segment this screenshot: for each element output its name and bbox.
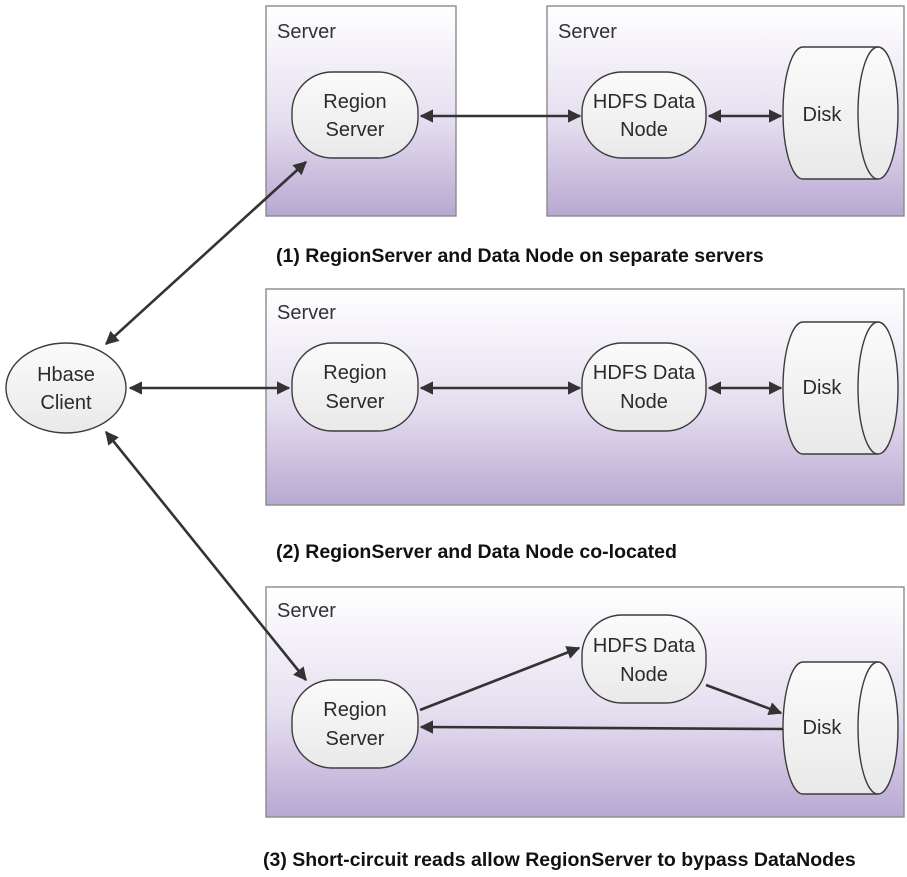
data-node-label-line2: Node <box>620 119 668 141</box>
region-server-label-line2: Server <box>326 728 385 750</box>
disk-node-3: Disk <box>782 661 899 795</box>
data-node-label-line2: Node <box>620 391 668 413</box>
region-server-label-line1: Region <box>323 91 386 113</box>
disk-label: Disk <box>803 717 843 739</box>
arrow-region-to-datanode-3 <box>419 646 581 712</box>
server-label-bottom: Server <box>277 600 336 622</box>
hdfs-data-node-1: HDFS Data Node <box>581 71 707 159</box>
server-label-top-right: Server <box>558 21 617 43</box>
data-node-label-line1: HDFS Data <box>593 91 696 113</box>
disk-node-1: Disk <box>782 46 899 180</box>
server-label-top-left: Server <box>277 21 336 43</box>
hdfs-data-node-2: HDFS Data Node <box>581 342 707 432</box>
arrow-client-to-region-1 <box>105 161 307 345</box>
arrow-disk-to-region-3 <box>419 720 784 734</box>
hbase-client-label-line1: Hbase <box>37 364 95 386</box>
hbase-client-node: Hbase Client <box>5 342 127 434</box>
region-server-label-line2: Server <box>326 119 385 141</box>
hbase-client-label-line2: Client <box>40 392 92 414</box>
data-node-label-line1: HDFS Data <box>593 635 696 657</box>
disk-label: Disk <box>803 104 843 126</box>
data-node-label-line2: Node <box>620 664 668 686</box>
region-server-node-3: Region Server <box>291 679 419 769</box>
region-server-label-line1: Region <box>323 699 386 721</box>
arrow-client-to-region-3 <box>104 430 308 682</box>
data-node-label-line1: HDFS Data <box>593 362 696 384</box>
caption-scenario-2: (2) RegionServer and Data Node co-locate… <box>276 541 677 563</box>
hdfs-data-node-3: HDFS Data Node <box>581 614 707 704</box>
region-server-node-2: Region Server <box>291 342 419 432</box>
disk-label: Disk <box>803 377 843 399</box>
caption-scenario-3: (3) Short-circuit reads allow RegionServ… <box>263 849 856 871</box>
server-label-middle: Server <box>277 302 336 324</box>
caption-scenario-1: (1) RegionServer and Data Node on separa… <box>276 245 764 267</box>
region-server-node-1: Region Server <box>291 71 419 159</box>
arrow-datanode-to-disk-3 <box>705 683 783 716</box>
disk-node-2: Disk <box>782 321 899 455</box>
region-server-label-line1: Region <box>323 362 386 384</box>
region-server-label-line2: Server <box>326 391 385 413</box>
